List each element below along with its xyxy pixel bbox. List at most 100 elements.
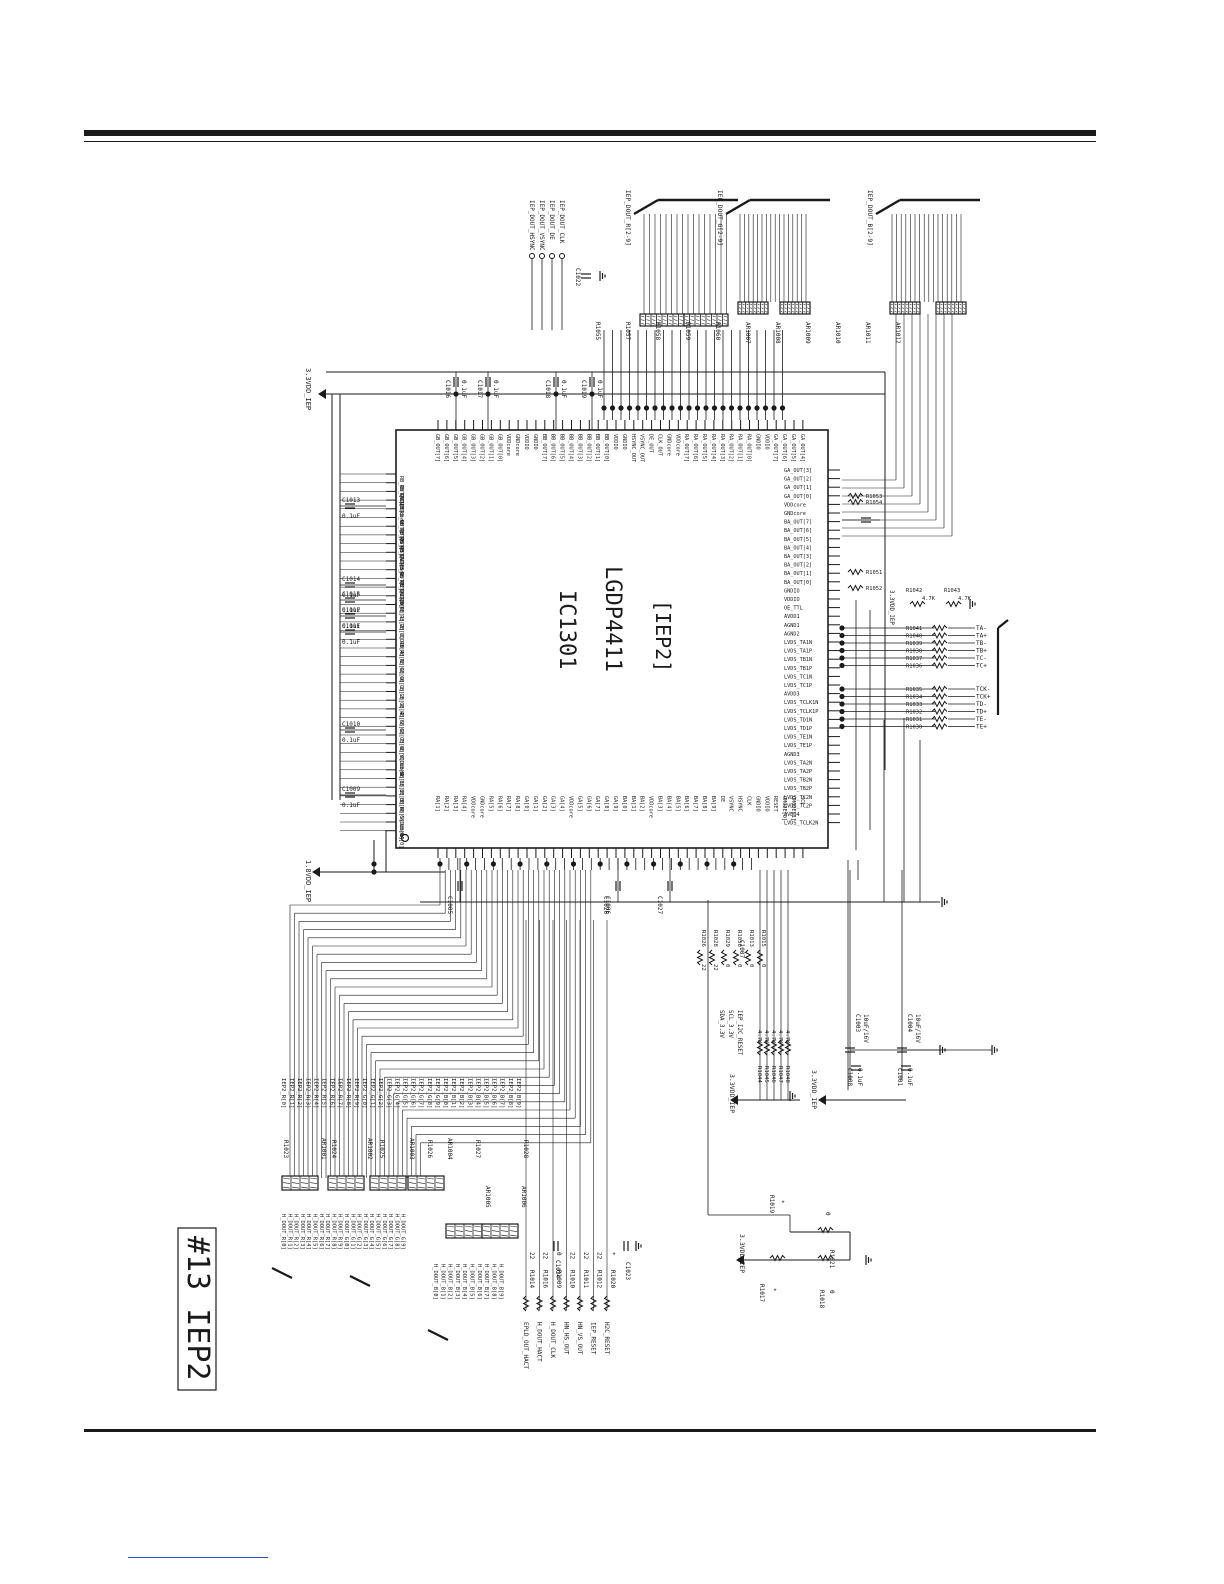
cap-ref: C1014 [342, 576, 360, 583]
array-ref: AR1002 [366, 1138, 373, 1160]
bulk-capacitor [845, 1047, 855, 1053]
net-in-label: H_DOUT_R[3] [299, 1214, 305, 1250]
resistor-value: 0 [760, 964, 766, 967]
ic-pin-label-bottom: GNDIO [754, 796, 760, 812]
ic-pin-label-right: LVDS_TB1N [784, 657, 812, 663]
ic-pin-label-right: GNDIO [784, 588, 800, 594]
net-in-label: H_DOUT_B[2] [447, 1264, 453, 1300]
rail-3v3-label-i2c: 3.3VDD_IEP [728, 1074, 736, 1113]
ic-pin-label-top: VDDIO [523, 434, 529, 450]
resistor-ref: R1041 [906, 626, 922, 632]
ic-pin-label-bottom: SCL [799, 796, 805, 805]
ic-pin-label-bottom: RA[4] [461, 796, 467, 812]
ic-pin-label-top: GNDIO [621, 434, 627, 450]
junction-dot [839, 647, 845, 654]
net-out-label: IEP2_G[1] [369, 1078, 375, 1108]
cap-ref: C1008 [846, 1068, 853, 1086]
resistor-ref: AR1011 [864, 322, 871, 344]
ic-pin-label-right: LVDS_TC2N [784, 795, 812, 801]
cap-value: 0.1uF [342, 802, 360, 809]
ic-pin-label-right: LVDS_TD1P [784, 726, 812, 732]
resistor-ref: R1009 [555, 1270, 562, 1288]
cap-ref: C1018 [544, 380, 551, 398]
junction-dot [643, 405, 650, 411]
net-in-label: H_DOUT_R[1] [286, 1214, 292, 1250]
net-out-label: IEP2_B[2] [458, 1078, 464, 1108]
ic-pin-label-top: VDDIO [763, 434, 769, 450]
rail-3v3-arrow-i2c [730, 1095, 738, 1105]
junction-dot [490, 861, 496, 867]
junction-dot [624, 861, 630, 867]
i2c-label: IEP_I2C_RESET [736, 1010, 742, 1056]
ground-right [969, 599, 976, 609]
ic-pin-label-bottom: BA[2] [639, 796, 645, 812]
net-out-label: IEP2_G[6] [410, 1078, 416, 1108]
junction-dot [731, 861, 737, 867]
junction-dot [544, 861, 550, 867]
resistor-ref: R1027 [474, 1140, 481, 1158]
cap-value: 0.1uF [342, 639, 360, 646]
ic-pin-label-right: LVDS_TC2P [784, 803, 812, 809]
net-out-label: IEP2_B[3] [466, 1078, 472, 1108]
ic-pin-label-left: GB[1] [398, 676, 404, 692]
cap-value: 0.1uF [342, 592, 360, 599]
net-in-label: H_DOUT_B[5] [469, 1264, 475, 1300]
resistor-array-left [481, 1223, 519, 1239]
ic-pin-label-right: BA_OUT[5] [784, 537, 812, 543]
rail-3v3-label: 3.3VDD_IEP [304, 368, 312, 410]
ic-pin-label-bottom: RA[1] [434, 796, 440, 812]
net-out-label: IEP2_R[1] [288, 1078, 294, 1108]
ic-pin-label-bottom: OMODE[0] [781, 796, 787, 821]
net-in-label: H_DOUT_R[8] [330, 1214, 336, 1250]
net-out-label: IEP2_G[8] [426, 1078, 432, 1108]
cap-ref: C1003 [854, 1014, 861, 1032]
cap-value: 10uF/16V [862, 1014, 869, 1043]
junction-dot [686, 405, 692, 411]
ic-pin-label-right: OE_TTL [784, 606, 803, 612]
resistor-array-top [639, 313, 685, 327]
cap-ref: C1006 [604, 896, 611, 914]
ic-pin-label-left: RB_OUT[9] [398, 485, 404, 513]
signal-label: IEP_DOUT_VSYNC [538, 200, 545, 251]
pullup-resistor [784, 1039, 792, 1056]
ic-pin-label-left: RB[0] [398, 598, 404, 614]
resistor-value: 0 [824, 1212, 831, 1216]
control-label: HN_HS_OUT [563, 1322, 570, 1355]
cap-ref: C1017 [476, 380, 483, 398]
junction-dot [720, 405, 726, 411]
net-in-label: H_DOUT_G[5] [375, 1214, 381, 1250]
ic-pin-label-top: VDDcore [505, 434, 511, 456]
net-in-label: H_DOUT_G[0] [343, 1214, 349, 1250]
array-ref: AR1003 [408, 1138, 415, 1160]
decoupling-cap-left [345, 613, 355, 619]
ic-pin-label-left: VDDcore [398, 502, 404, 524]
header-rule-thin [84, 141, 1096, 142]
resistor-ref: R1048 [784, 1066, 790, 1083]
lvds-label: TD+ [976, 709, 987, 716]
resistor-array-left [369, 1175, 407, 1191]
ic-pin-label-bottom: BA[9] [710, 796, 716, 812]
net-in-label: H_DOUT_G[1] [349, 1214, 355, 1250]
ic-pin-label-left: RB_OUT[5] [398, 528, 404, 556]
decoupling-cap-left [345, 727, 355, 733]
bus-label: IEP_DOUT_R[2-9] [624, 190, 631, 246]
control-resistor [535, 1295, 544, 1312]
net-out-label: IEP2_B[8] [507, 1078, 513, 1108]
net-in-label: H_DOUT_B[9] [498, 1264, 504, 1300]
junction-dot [677, 405, 684, 411]
control-label: H_DOUT_CLK [549, 1322, 556, 1359]
junction-dot [839, 655, 845, 661]
ic-pin-label-top: GB_OUT[4] [461, 434, 467, 462]
cap-value: 0.1uF [856, 1068, 863, 1086]
junction-dot [660, 405, 667, 411]
lvds-resistor [931, 654, 948, 662]
ic-pin-label-bottom: VDDcore [470, 796, 476, 818]
pin-resistor [847, 498, 864, 506]
array-ref: AR1005 [484, 1186, 491, 1208]
ic-pin-label-left: GNDIO [398, 589, 404, 605]
cap-ref: C1019 [580, 380, 587, 398]
ic-pin-label-right: GA_OUT[0] [784, 494, 812, 500]
ic-pin-label-left: RB_OUT[0] [398, 580, 404, 608]
ic-pin-label-left: RB[6] [398, 659, 404, 675]
ic-pin-label-bottom: RA[3] [452, 796, 458, 812]
